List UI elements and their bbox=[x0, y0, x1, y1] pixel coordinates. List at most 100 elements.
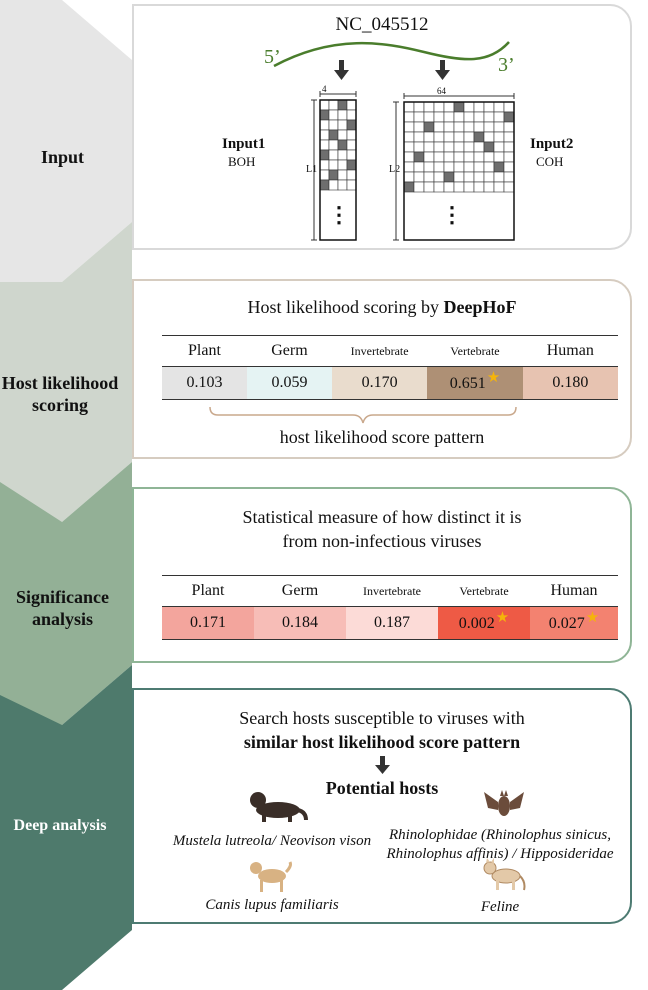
matrix-cell bbox=[483, 101, 495, 113]
matrix-cell bbox=[403, 121, 415, 133]
matrix-cell bbox=[483, 121, 495, 133]
species-cat: Feline bbox=[480, 899, 520, 915]
matrix-cell bbox=[413, 121, 425, 133]
five-prime-label: 5’ bbox=[264, 46, 281, 68]
matrix-cell bbox=[337, 149, 348, 161]
deep-line2: similar host likelihood score pattern bbox=[243, 732, 521, 752]
matrix-cell bbox=[473, 121, 485, 133]
significance-header-germ: Germ bbox=[281, 582, 319, 599]
boh-matrix bbox=[311, 91, 357, 241]
matrix-cell bbox=[473, 141, 485, 153]
scoring-table: Plant Germ Invertebrate Vertebrate Human… bbox=[162, 335, 618, 400]
matrix-cell bbox=[473, 171, 485, 183]
matrix-cell bbox=[473, 161, 485, 173]
scoring-panel: Host likelihood scoring by DeepHoF Plant… bbox=[132, 279, 632, 459]
input1-sub: BOH bbox=[228, 154, 256, 169]
input2-sub: COH bbox=[536, 154, 564, 169]
pattern-brace bbox=[209, 406, 517, 424]
significance-panel: Statistical measure of how distinct it i… bbox=[132, 487, 632, 663]
deep-line1: Search hosts susceptible to viruses with bbox=[239, 708, 525, 728]
matrix-cell bbox=[413, 171, 425, 183]
matrix-cell bbox=[337, 159, 348, 171]
matrix-cell bbox=[319, 139, 330, 151]
scoring-header-germ: Germ bbox=[271, 342, 308, 359]
matrix-cell bbox=[328, 179, 339, 191]
species-bat-line1: Rhinolophidae (Rhinolophus sinicus, bbox=[388, 827, 612, 843]
mink-icon bbox=[250, 792, 308, 822]
matrix-cell bbox=[328, 159, 339, 171]
matrix-cell bbox=[403, 141, 415, 153]
significance-header-human: Human bbox=[550, 582, 598, 599]
star-icon: ★ bbox=[486, 369, 501, 386]
matrix-cell bbox=[493, 151, 505, 163]
matrix-cell bbox=[443, 161, 455, 173]
matrix-cell bbox=[493, 161, 505, 173]
accession-label: NC_045512 bbox=[335, 14, 429, 35]
matrix-cell bbox=[453, 121, 465, 133]
matrix-cell bbox=[346, 149, 357, 161]
matrix-cell bbox=[443, 101, 455, 113]
input-panel: NC_045512 5’ 3’ Input1 BOH 4 L1 ⋮ Input2… bbox=[132, 4, 632, 250]
matrix-cell bbox=[473, 101, 485, 113]
matrix-cell bbox=[413, 151, 425, 163]
matrix-cell bbox=[493, 131, 505, 143]
input2-ellipsis: ⋮ bbox=[441, 202, 463, 227]
matrix-cell bbox=[453, 161, 465, 173]
scoring-cell-vertebrate: 0.651★ bbox=[427, 366, 523, 400]
matrix-cell bbox=[503, 131, 515, 143]
scoring-cell-human: 0.180 bbox=[522, 366, 618, 400]
matrix-cell bbox=[433, 181, 445, 193]
matrix-cell bbox=[328, 129, 339, 141]
genome-curve bbox=[273, 41, 510, 68]
matrix-cell bbox=[433, 161, 445, 173]
matrix-cell bbox=[443, 181, 455, 193]
scoring-header-human: Human bbox=[546, 342, 594, 359]
matrix-cell bbox=[337, 119, 348, 131]
matrix-cell bbox=[337, 109, 348, 121]
matrix-cell bbox=[493, 111, 505, 123]
star-icon: ★ bbox=[495, 609, 510, 626]
matrix-cell bbox=[453, 101, 465, 113]
pattern-label: host likelihood score pattern bbox=[279, 427, 485, 447]
scoring-cell-germ: 0.059 bbox=[246, 366, 332, 400]
matrix-cell bbox=[423, 131, 435, 143]
dog-icon bbox=[250, 861, 292, 892]
coh-matrix bbox=[393, 93, 515, 241]
scoring-title-text: Host likelihood scoring by bbox=[247, 297, 444, 317]
matrix-cell bbox=[433, 101, 445, 113]
matrix-cell bbox=[346, 109, 357, 121]
significance-header-vertebrate: Vertebrate bbox=[459, 583, 509, 598]
matrix-cell bbox=[463, 161, 475, 173]
star-icon: ★ bbox=[585, 609, 600, 626]
matrix-cell bbox=[413, 101, 425, 113]
matrix-cell bbox=[493, 101, 505, 113]
significance-table: Plant Germ Invertebrate Vertebrate Human… bbox=[162, 575, 618, 640]
matrix-cell bbox=[483, 181, 495, 193]
matrix-cell bbox=[483, 111, 495, 123]
matrix-cell bbox=[503, 161, 515, 173]
matrix-cell bbox=[473, 151, 485, 163]
matrix-cell bbox=[443, 141, 455, 153]
matrix-cell bbox=[413, 131, 425, 143]
matrix-cell bbox=[483, 171, 495, 183]
matrix-cell bbox=[483, 151, 495, 163]
matrix-cell bbox=[493, 141, 505, 153]
matrix-cell bbox=[453, 181, 465, 193]
stage-arrow-deep bbox=[0, 665, 132, 990]
matrix-cell bbox=[403, 151, 415, 163]
matrix-cell bbox=[503, 151, 515, 163]
matrix-cell bbox=[319, 149, 330, 161]
significance-header-plant: Plant bbox=[191, 582, 225, 599]
matrix-cell bbox=[503, 141, 515, 153]
scoring-header-plant: Plant bbox=[188, 342, 221, 359]
stage-arrow-scoring bbox=[0, 222, 132, 522]
matrix-cell bbox=[473, 181, 485, 193]
matrix-cell bbox=[443, 111, 455, 123]
matrix-cell bbox=[453, 141, 465, 153]
matrix-cell bbox=[346, 139, 357, 151]
scoring-header-invertebrate: Invertebrate bbox=[350, 343, 409, 358]
matrix-cell bbox=[463, 131, 475, 143]
matrix-cell bbox=[503, 171, 515, 183]
matrix-cell bbox=[463, 101, 475, 113]
matrix-cell bbox=[403, 171, 415, 183]
